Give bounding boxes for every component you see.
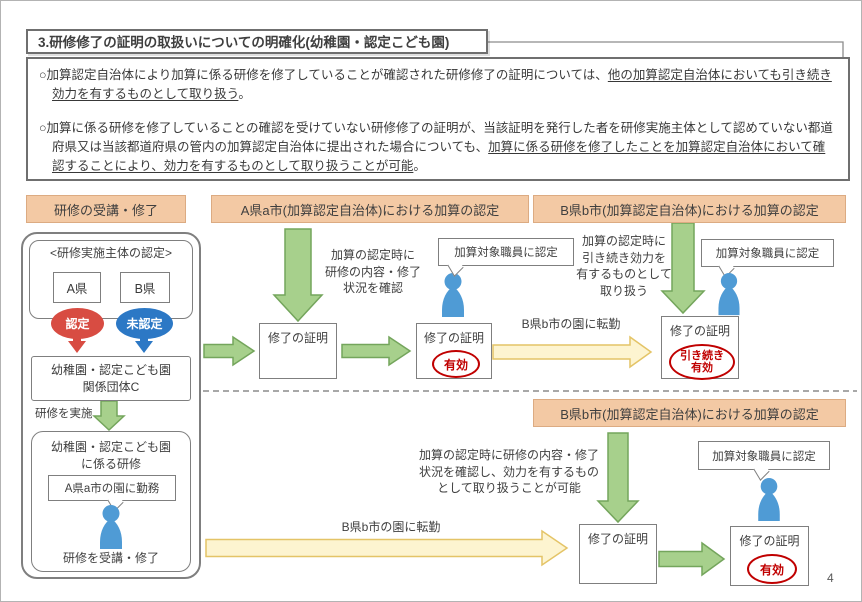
header-city-a: A県a市(加算認定自治体)における加算の認定 [211,195,529,223]
header-city-b-bottom: B県b市(加算認定自治体)における加算の認定 [533,399,846,427]
green-right-arrow-1 [203,335,256,367]
prefecture-a-box: A県 [53,272,101,303]
certificate-box-2-label: 修了の証明 [423,331,484,345]
green-right-arrow-3 [658,541,726,577]
continue-valid-label: 加算の認定時に 引き続き効力を 有するものとして 取り扱う [576,234,672,298]
transfer-label-bottom: B県b市の園に転勤 [341,520,441,534]
prefecture-b-box: B県 [120,272,170,303]
green-right-arrow-2 [341,335,412,367]
summary-bullet-1: ○加算認定自治体により加算に係る研修を修了していることが確認された研修修了の証明… [39,66,837,104]
certificate-box-4: 修了の証明 [579,524,657,584]
not-approved-badge: 未認定 [116,308,173,339]
green-down-arrow-check1 [272,228,324,323]
certificate-box-5-label: 修了の証明 [739,534,800,548]
header-city-b-top: B県b市(加算認定自治体)における加算の認定 [533,195,846,223]
approved-badge: 認定 [51,308,104,339]
still-valid-stamp: 引き続き 有効 [669,344,735,380]
summary-bullet-2: ○加算に係る研修を修了していることの確認を受けていない研修修了の証明が、当該証明… [39,119,837,176]
trainee-person-icon [100,505,122,549]
certificate-box-3-label: 修了の証明 [669,324,730,338]
certified-staff-person-icon-3 [758,477,780,522]
certified-staff-bubble-3-text: 加算対象職員に認定 [712,450,816,463]
certificate-box-1: 修了の証明 [259,323,337,379]
valid-stamp-bottom: 有効 [747,554,797,584]
works-at-city-a-bubble-text: A県a市の園に勤務 [64,483,160,495]
bullet1-underlined-text: 他の加算認定自治体においても引き続き効力を有するものとして取り扱う [52,68,832,101]
header-training: 研修の受講・修了 [26,195,186,223]
bullet2-underlined-text: 加算に係る研修を修了したことを加算認定自治体において確認することにより、効力を有… [52,140,826,173]
certified-staff-bubble-1-text: 加算対象職員に認定 [454,247,558,259]
bullet2-text: ○加算に係る研修を修了していることの確認を受けていない研修修了の証明が、当該証明… [39,121,833,154]
conduct-training-label: 研修を実施 [35,408,93,420]
bullet2-period: 。 [413,159,426,173]
certified-staff-bubble-2-text: 加算対象職員に認定 [715,248,820,260]
summary-box: ○加算認定自治体により加算に係る研修を修了していることが確認された研修修了の証明… [26,57,850,181]
bullet1-text: ○加算認定自治体により加算に係る研修を修了していることが確認された研修修了の証明… [39,68,608,82]
certified-staff-person-icon-1 [442,273,464,317]
check-at-certification-label: 加算の認定時に 研修の内容・修了 状況を確認 [324,248,421,296]
related-organization-box: 幼稚園・認定こども園 関係団体C [31,356,191,401]
yellow-transfer-arrow-top [492,335,653,369]
yellow-transfer-arrow-bottom [205,529,569,567]
training-course-title: 幼稚園・認定こども園 に係る研修 [50,440,171,471]
valid-stamp-top: 有効 [432,350,480,378]
trainer-certification-title: <研修実施主体の認定> [49,246,173,260]
bullet1-period: 。 [238,87,251,101]
training-panel [21,232,201,579]
check-and-validate-label: 加算の認定時に研修の内容・修了 状況を確認し、効力を有するもの として取り扱うこ… [418,448,599,496]
training-completed-label: 研修を受講・修了 [62,551,159,565]
page-title: 3.研修修了の証明の取扱いについての明確化(幼稚園・認定こども園) [26,29,488,54]
transfer-label-top: B県b市の園に転勤 [521,317,621,331]
page-number: 4 [827,571,834,585]
certified-staff-bubble-2: 加算対象職員に認定 [701,239,834,278]
certified-staff-bubble-3: 加算対象職員に認定 [698,441,830,481]
works-at-city-a-bubble: A県a市の園に勤務 [48,475,176,512]
certified-staff-person-icon-2 [718,272,740,316]
title-connector-line [488,41,844,57]
certified-staff-bubble-1: 加算対象職員に認定 [438,238,574,277]
